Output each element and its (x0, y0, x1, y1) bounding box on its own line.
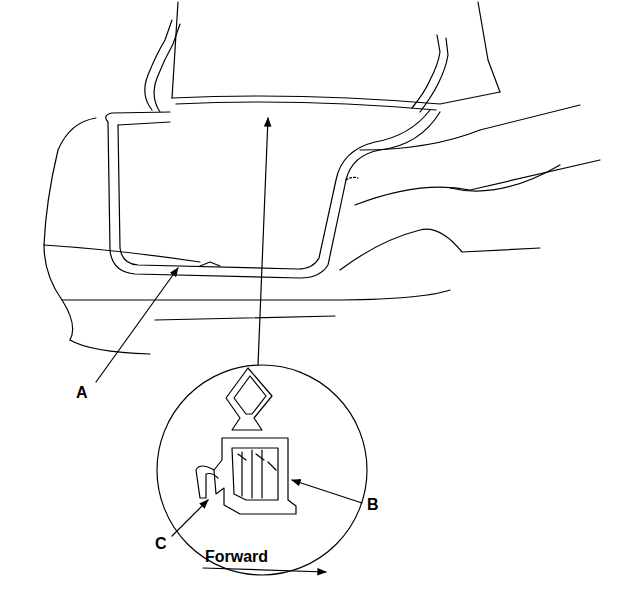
callout-letter: C (155, 536, 167, 552)
callout-letter: A (76, 385, 88, 401)
direction-label: Forward (205, 549, 268, 565)
callout-letter: B (367, 497, 379, 513)
